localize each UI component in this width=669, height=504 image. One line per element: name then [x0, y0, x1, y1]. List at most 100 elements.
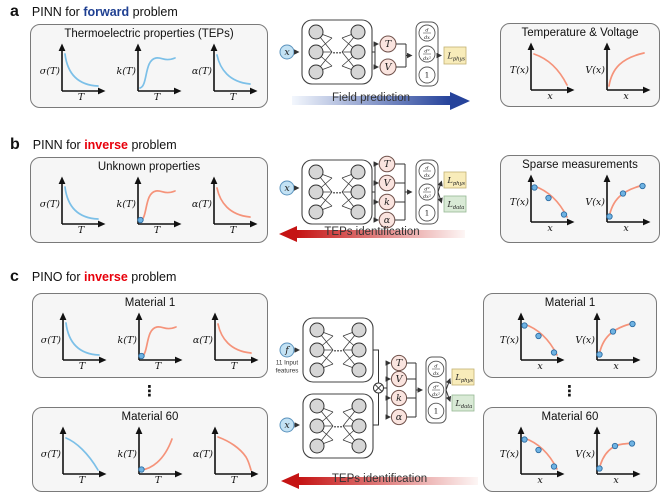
curve: [64, 186, 99, 220]
input-f-label: f: [284, 345, 290, 356]
y-axis-label: k(T): [117, 449, 137, 460]
y-axis-label: α(T): [193, 335, 213, 346]
material-60-right-box: Material 60 T(x) x V(x) x: [483, 407, 657, 492]
op-d2dx2-num: d²: [433, 385, 438, 391]
x-axis-label: x: [623, 223, 629, 232]
material-60-plots: σ(T) T k(T) T α(T) T: [33, 424, 267, 484]
material-1-right-plots: T(x) x V(x) x: [484, 310, 656, 370]
curve: [608, 184, 645, 219]
output-alpha-node: [378, 211, 396, 229]
curve: [139, 190, 176, 222]
material-1-right-title: Material 1: [544, 297, 596, 309]
loss-phys-label: Lphys: [447, 52, 466, 63]
material-60-right-title: Material 60: [541, 411, 599, 423]
input-x-node: [279, 180, 295, 196]
panel-c-flow-diagram: f 11 Input features ··· x: [276, 317, 475, 459]
panel-b-title-keyword: inverse: [84, 138, 128, 152]
x-axis-label: T: [155, 475, 162, 484]
curve: [140, 438, 173, 471]
x-axis-label: T: [79, 361, 86, 370]
panel-a-tag: a: [10, 3, 19, 20]
sparse-plots: T(x) x V(x) x: [501, 172, 659, 232]
data-point: [550, 349, 558, 356]
x-axis-label: T: [230, 92, 237, 101]
neural-network: ···: [301, 19, 373, 85]
material-1-title: Material 1: [124, 297, 176, 309]
op-d2dx2-den: dx²: [423, 56, 431, 62]
loss-phys-box: [451, 368, 475, 386]
curve: [598, 322, 635, 357]
y-axis-label: T(x): [510, 65, 529, 76]
op-ddx-num: d: [425, 166, 428, 172]
output-T-node: [378, 155, 396, 173]
panel-a-title-suffix: problem: [129, 5, 178, 19]
ellipsis-right: ⋮: [562, 382, 577, 400]
y-axis-label: α(T): [192, 199, 212, 210]
plot-V-x: V(x) x: [585, 174, 651, 232]
output-alpha-label: α: [384, 215, 391, 226]
plot-alpha-T: α(T) T: [193, 312, 259, 370]
plot-V-x: V(x) x: [585, 42, 651, 100]
panel-a-title-prefix: PINN for: [31, 5, 84, 19]
y-axis-label: σ(T): [41, 335, 62, 346]
input-features-note-line2: features: [276, 368, 299, 375]
tv-plots: T(x) x V(x) x: [501, 40, 659, 100]
data-point: [560, 211, 568, 218]
curve: [64, 53, 99, 87]
input-features-note-line1: 11 Input: [276, 360, 299, 367]
panel-b-title-suffix: problem: [127, 138, 177, 152]
loss-phys-box: [443, 46, 467, 65]
x-axis-label: T: [155, 361, 162, 370]
y-axis-label: σ(T): [40, 66, 61, 77]
y-axis-label: T(x): [500, 335, 519, 346]
plot-k-T: k(T) T: [117, 312, 183, 370]
panel-c-tag: c: [10, 268, 19, 285]
derivative-operators: d dx d² dx² 1: [415, 21, 439, 87]
output-V-label: V: [396, 374, 404, 385]
panel-b-tag: b: [10, 136, 20, 153]
data-point: [611, 442, 619, 450]
ellipsis-left: ⋮: [142, 382, 157, 400]
material-60-title: Material 60: [121, 411, 179, 423]
teps-identification-arrow-b: TEPs identification: [279, 226, 465, 242]
derivative-operators: d dx d² dx² 1: [415, 159, 439, 225]
data-point: [138, 352, 145, 360]
x-axis-label: x: [547, 91, 553, 100]
x-axis-label: x: [537, 361, 543, 370]
output-V-label: V: [384, 178, 392, 189]
data-point: [606, 213, 613, 220]
panel-b-header: b PINN for inverse problem: [10, 136, 177, 154]
teps-identification-label: TEPs identification: [331, 473, 428, 485]
curve: [217, 323, 252, 354]
y-axis-label: T(x): [510, 197, 529, 208]
plot-alpha-T: α(T) T: [192, 176, 258, 234]
plot-sigma-T: σ(T) T: [41, 426, 107, 484]
x-axis-label: T: [78, 92, 85, 101]
teps-plots: σ(T) T k(T) T α(T) T: [31, 41, 267, 101]
x-axis-label: x: [613, 361, 619, 370]
teps-identification-arrow-c: TEPs identification: [281, 473, 478, 489]
material-60-right-plots: T(x) x V(x) x: [484, 424, 656, 484]
temperature-voltage-box: Temperature & Voltage T(x) x V(x) x: [500, 23, 660, 107]
x-axis-label: T: [231, 475, 238, 484]
output-V-node: [378, 174, 396, 192]
hidden-layers-dots: ···: [332, 189, 341, 198]
data-point: [628, 440, 636, 447]
panel-b-title: PINN for inverse problem: [33, 138, 177, 152]
arrow-bar: [292, 96, 450, 105]
y-axis-label: V(x): [575, 449, 595, 460]
loss-data-box: [443, 195, 467, 213]
arrow-bar: [297, 230, 465, 238]
output-k-label: k: [384, 197, 390, 208]
loss-data-label: Ldata: [447, 200, 465, 211]
arrow-head-left-icon: [279, 226, 297, 242]
neural-network-trunk: ···: [302, 393, 374, 459]
x-axis-label: T: [79, 475, 86, 484]
data-point: [609, 328, 617, 335]
x-axis-label: T: [230, 225, 237, 234]
hidden-layers-dots: ···: [333, 423, 342, 432]
data-point: [521, 436, 528, 443]
curve: [65, 437, 99, 471]
plot-V-x: V(x) x: [575, 312, 641, 370]
